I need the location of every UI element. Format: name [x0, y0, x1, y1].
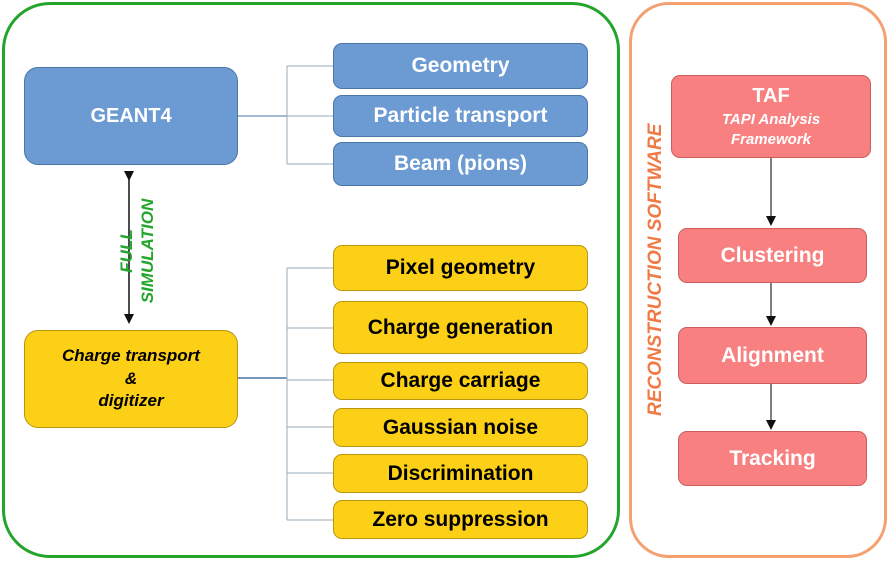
- particle-transport-box: Particle transport: [333, 95, 588, 137]
- digitizer-line2: &: [124, 368, 138, 388]
- discrimination-label: Discrimination: [387, 461, 534, 485]
- clustering-box: Clustering: [678, 228, 867, 283]
- taf-title: TAF: [752, 84, 790, 107]
- tracking-label: Tracking: [729, 446, 816, 470]
- geant4-label: GEANT4: [90, 104, 172, 127]
- reconstruction-frame: [629, 2, 887, 558]
- reconstruction-software-text: RECONSTRUCTION SOFTWARE: [645, 123, 666, 416]
- full-simulation-label: FULL SIMULATION: [116, 171, 162, 331]
- full-simulation-line2: SIMULATION: [138, 198, 158, 304]
- clustering-label: Clustering: [720, 243, 825, 267]
- beam-box: Beam (pions): [333, 142, 588, 186]
- tracking-box: Tracking: [678, 431, 867, 486]
- geometry-box: Geometry: [333, 43, 588, 89]
- zero-suppression-label: Zero suppression: [372, 507, 549, 531]
- digitizer-box: Charge transport & digitizer: [24, 330, 238, 428]
- digitizer-line1: Charge transport: [62, 345, 200, 365]
- digitizer-line3: digitizer: [98, 391, 164, 411]
- charge-carriage-box: Charge carriage: [333, 362, 588, 400]
- geometry-label: Geometry: [411, 54, 510, 77]
- geant4-box: GEANT4: [24, 67, 238, 165]
- gaussian-noise-box: Gaussian noise: [333, 408, 588, 447]
- zero-suppression-box: Zero suppression: [333, 500, 588, 539]
- charge-generation-label: Charge generation: [367, 315, 554, 339]
- simulation-frame: [2, 2, 620, 558]
- pixel-geometry-box: Pixel geometry: [333, 245, 588, 291]
- charge-generation-box: Charge generation: [333, 301, 588, 354]
- alignment-box: Alignment: [678, 327, 867, 384]
- particle-transport-label: Particle transport: [373, 104, 548, 127]
- full-simulation-line1: FULL: [117, 229, 136, 273]
- taf-subtitle-line2: Framework: [730, 131, 812, 148]
- taf-box: TAF TAPI Analysis Framework: [671, 75, 871, 158]
- discrimination-box: Discrimination: [333, 454, 588, 493]
- beam-label: Beam (pions): [393, 152, 527, 175]
- gaussian-noise-label: Gaussian noise: [382, 415, 539, 439]
- reconstruction-software-label: RECONSTRUCTION SOFTWARE: [645, 124, 669, 416]
- charge-carriage-label: Charge carriage: [380, 369, 541, 392]
- alignment-label: Alignment: [721, 343, 824, 367]
- pixel-geometry-label: Pixel geometry: [385, 256, 536, 279]
- taf-subtitle-line1: TAPI Analysis: [721, 110, 821, 128]
